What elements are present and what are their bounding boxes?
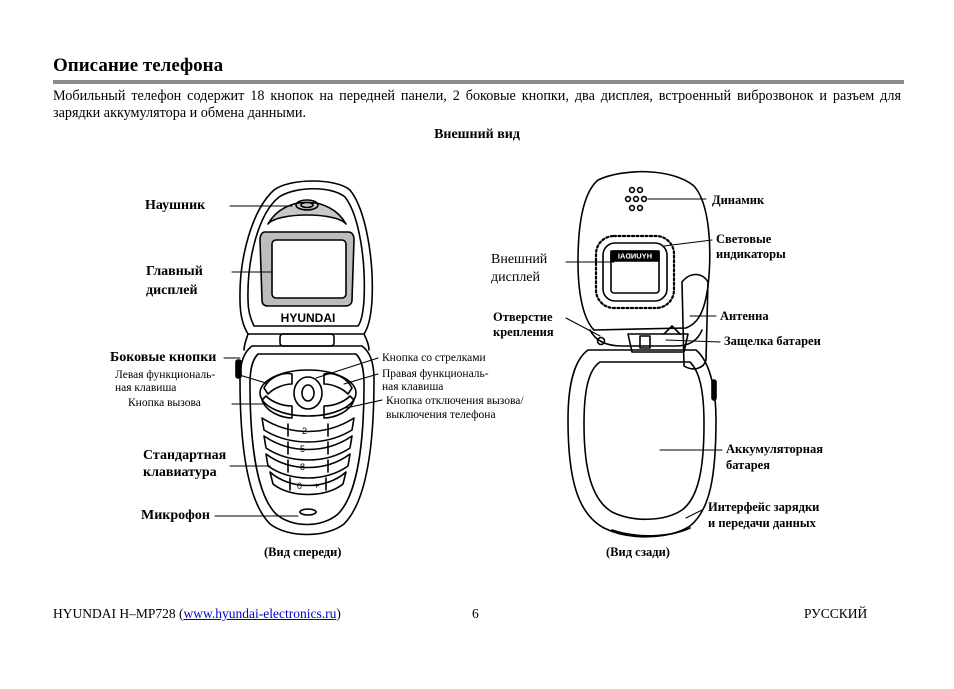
label-interface-2: и передачи данных (708, 516, 816, 530)
label-main-display-2: дисплей (146, 283, 198, 298)
back-leader-lines (565, 198, 723, 519)
label-end-key-1: Кнопка отключения вызова/ (386, 395, 524, 407)
caption-back-view: (Вид сзади) (606, 545, 670, 559)
label-call-key: Кнопка вызова (128, 397, 201, 409)
label-earpiece: Наушник (145, 198, 206, 213)
label-main-display-1: Главный (146, 264, 203, 279)
footer-model: HYUNDAI H–MP728 (www.hyundai-electronics… (53, 606, 341, 621)
label-keypad-1: Стандартная (143, 448, 227, 463)
keypad-digits: 2 5 8 0 + (297, 426, 319, 491)
svg-text:5: 5 (300, 444, 305, 454)
page-title: Описание телефона (53, 55, 224, 76)
website-link[interactable]: www.hyundai-electronics.ru (183, 606, 337, 621)
label-right-soft-1: Правая функциональ- (382, 368, 489, 380)
caption-front-view: (Вид спереди) (264, 545, 342, 559)
label-leds-1: Световые (716, 232, 772, 246)
back-phone-drawing (567, 170, 717, 538)
front-brand-logo: HYUNDAI (281, 311, 336, 325)
title-divider (53, 80, 904, 84)
front-leader-lines (214, 205, 383, 517)
label-interface-1: Интерфейс зарядки (708, 500, 820, 514)
label-nav-key: Кнопка со стрелками (382, 352, 486, 364)
svg-text:2: 2 (302, 426, 307, 436)
label-leds-2: индикаторы (716, 247, 786, 261)
svg-text:+: + (314, 481, 319, 491)
label-right-soft-2: ная клавиша (382, 381, 444, 393)
label-battery-1: Аккумуляторная (726, 442, 823, 456)
svg-text:8: 8 (300, 462, 305, 472)
label-side-buttons: Боковые кнопки (110, 350, 217, 365)
label-battery-latch: Защелка батареи (724, 334, 821, 348)
label-strap-1: Отверстие (493, 310, 553, 324)
page-number: 6 (472, 606, 479, 621)
label-keypad-2: клавиатура (143, 465, 217, 480)
svg-text:0: 0 (297, 481, 302, 491)
label-battery-2: батарея (726, 458, 770, 472)
label-ext-display-1: Внешний (491, 252, 548, 267)
front-phone-drawing (235, 180, 375, 536)
label-left-soft-2: ная клавиша (115, 382, 177, 394)
label-microphone: Микрофон (141, 508, 210, 523)
label-ext-display-2: дисплей (491, 270, 541, 285)
intro-paragraph: Мобильный телефон содержит 18 кнопок на … (53, 88, 901, 121)
label-strap-2: крепления (493, 325, 554, 339)
back-brand-logo: HYUNDAI (618, 252, 652, 261)
footer-language: РУССКИЙ (804, 606, 868, 621)
label-left-soft-1: Левая функциональ- (115, 369, 216, 381)
label-speaker: Динамик (712, 193, 765, 207)
section-subtitle: Внешний вид (434, 127, 520, 142)
label-antenna: Антенна (720, 309, 769, 323)
label-end-key-2: выключения телефона (386, 409, 496, 421)
